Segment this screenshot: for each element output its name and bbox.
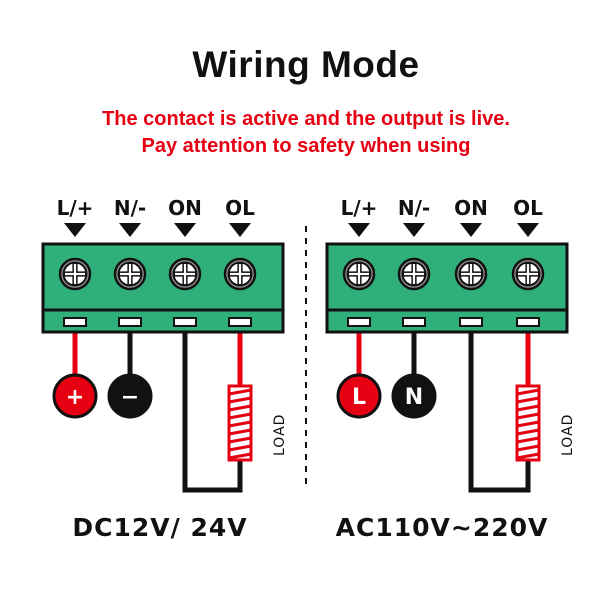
terminal-slot bbox=[228, 317, 252, 327]
screw-icon bbox=[397, 257, 431, 291]
screw-icon bbox=[342, 257, 376, 291]
arrow-down-icon bbox=[348, 223, 370, 237]
terminal-label-ol: OL bbox=[225, 196, 255, 220]
positive-terminal-icon bbox=[52, 373, 98, 419]
arrow-down-icon bbox=[403, 223, 425, 237]
terminal-slot bbox=[459, 317, 483, 327]
neutral-symbol: N bbox=[405, 385, 423, 410]
neutral-terminal-icon bbox=[391, 373, 437, 419]
screw-icon bbox=[223, 257, 257, 291]
terminal-label-n: N/- bbox=[114, 196, 146, 220]
positive-symbol: + bbox=[66, 385, 84, 410]
right-panel: L/+ N/- ON OL L N LOAD AC110V~220V bbox=[325, 196, 576, 542]
terminal-label-on: ON bbox=[168, 196, 202, 220]
on-wire bbox=[468, 330, 531, 493]
page-title: Wiring Mode bbox=[192, 44, 420, 85]
screw-icon bbox=[113, 257, 147, 291]
terminal-slot bbox=[118, 317, 142, 327]
arrow-down-icon bbox=[64, 223, 86, 237]
live-terminal-icon bbox=[336, 373, 382, 419]
load-coil-icon bbox=[227, 384, 253, 462]
load-coil-icon bbox=[515, 384, 541, 462]
terminal-slot bbox=[347, 317, 371, 327]
screw-icon bbox=[168, 257, 202, 291]
arrow-down-icon bbox=[517, 223, 539, 237]
screw-icon bbox=[454, 257, 488, 291]
terminal-slot bbox=[516, 317, 540, 327]
live-symbol: L bbox=[352, 385, 366, 410]
left-voltage-label: DC12V/ 24V bbox=[72, 513, 247, 542]
load-label: LOAD bbox=[560, 414, 576, 456]
terminal-label-l: L/+ bbox=[57, 196, 94, 220]
negative-symbol: − bbox=[121, 385, 139, 410]
arrow-down-icon bbox=[174, 223, 196, 237]
terminal-label-n: N/- bbox=[398, 196, 430, 220]
right-voltage-label: AC110V~220V bbox=[336, 513, 549, 542]
screw-icon bbox=[511, 257, 545, 291]
terminal-label-l: L/+ bbox=[341, 196, 378, 220]
terminal-slot bbox=[402, 317, 426, 327]
warning-line-1: The contact is active and the output is … bbox=[102, 108, 510, 130]
screw-icon bbox=[58, 257, 92, 291]
terminal-label-ol: OL bbox=[513, 196, 543, 220]
load-label: LOAD bbox=[272, 414, 288, 456]
arrow-down-icon bbox=[229, 223, 251, 237]
arrow-down-icon bbox=[119, 223, 141, 237]
on-wire bbox=[182, 330, 243, 493]
terminal-label-on: ON bbox=[454, 196, 488, 220]
terminal-slot bbox=[63, 317, 87, 327]
warning-line-2: Pay attention to safety when using bbox=[141, 135, 471, 157]
left-panel: L/+ N/- ON OL + − LOAD DC12V/ 24V bbox=[41, 196, 288, 542]
terminal-slot bbox=[173, 317, 197, 327]
negative-terminal-icon bbox=[107, 373, 153, 419]
arrow-down-icon bbox=[460, 223, 482, 237]
